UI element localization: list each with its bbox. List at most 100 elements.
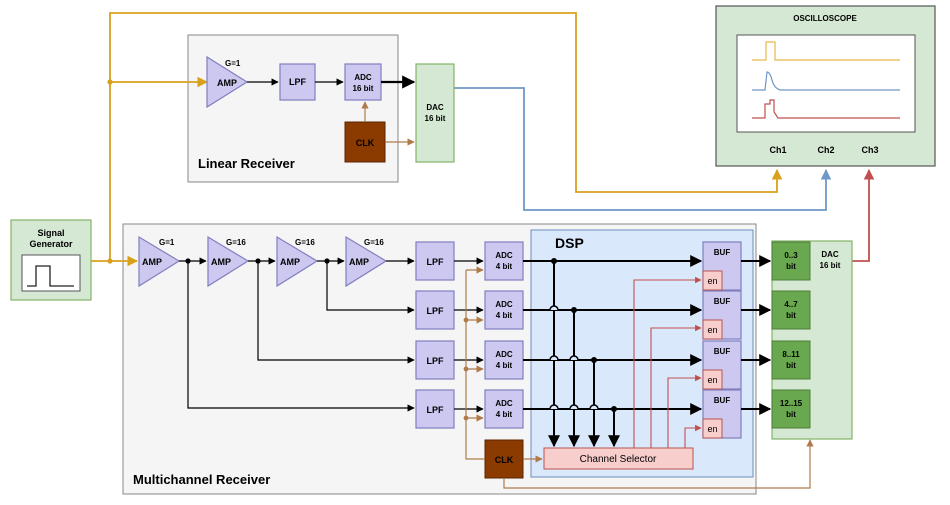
oscilloscope: OSCILLOSCOPE Ch1 Ch2 Ch3 [715, 5, 936, 167]
mc-lpf-2: LPF [415, 290, 455, 330]
signal-generator-label-2: Generator [29, 239, 73, 249]
adc-label: ADC [495, 399, 513, 408]
mc-adc-3: ADC 4 bit [484, 340, 524, 380]
linear-amp: AMP G=1 [206, 55, 249, 109]
adc-bits-label: 4 bit [496, 311, 513, 320]
buf-2: BUF en [702, 290, 742, 340]
mc-lpf-4: LPF [415, 389, 455, 429]
ch1-label: Ch1 [769, 145, 786, 155]
linear-lpf: LPF [279, 63, 316, 101]
lpf-label: LPF [427, 257, 445, 267]
mc-adc-2: ADC 4 bit [484, 290, 524, 330]
enable-label: en [707, 375, 717, 385]
amp-label: AMP [280, 257, 300, 267]
buf-label: BUF [714, 396, 731, 405]
bus-crossovers [549, 305, 599, 410]
signal-routes [91, 12, 875, 267]
adc-bits-label: 16 bit [353, 84, 374, 93]
amp-label: AMP [217, 78, 237, 88]
selector-feeds [548, 258, 620, 448]
adc-bits-label: 4 bit [496, 361, 513, 370]
segment-range-label: 12..15 [780, 399, 803, 408]
pulse-waveform-icon [27, 265, 74, 287]
segment-range-label: 8..11 [782, 350, 800, 359]
segment-range-label: 0..3 [784, 251, 798, 260]
buf-4: BUF en [702, 389, 742, 439]
linear-receiver-group: Linear Receiver [187, 34, 399, 183]
dac-segment-12-15: 12..15 bit [771, 389, 811, 429]
ch3-trace [752, 99, 900, 119]
mc-adc-4: ADC 4 bit [484, 389, 524, 429]
dac-segment-8-11: 8..11 bit [771, 340, 811, 380]
dsp-label: DSP [555, 235, 584, 251]
signal-generator: Signal Generator [10, 219, 92, 301]
amp-chain-connections [179, 257, 415, 412]
linear-clk: CLK [344, 121, 386, 163]
dac-label: DAC [821, 250, 839, 259]
clk-label: CLK [356, 138, 375, 148]
linear-connections [247, 75, 416, 146]
clk-distribution [463, 266, 814, 489]
mc-amp-1: AMP G=1 [138, 235, 181, 288]
mc-amp-4: AMP G=16 [345, 235, 388, 288]
enable-label: en [707, 424, 717, 434]
dac-label: DAC [426, 103, 444, 112]
linear-dac: DAC 16 bit [415, 63, 455, 163]
adc-bits-label: 4 bit [496, 410, 513, 419]
segment-bit-label: bit [786, 262, 796, 271]
enable-label: en [707, 276, 717, 286]
route-junction [107, 258, 113, 264]
mc-dac: DAC 16 bit 0..3 bit 4..7 bit 8..11 bit 1… [771, 240, 853, 440]
gain-label: G=1 [159, 238, 175, 247]
adc-label: ADC [495, 350, 513, 359]
segment-range-label: 4..7 [784, 300, 798, 309]
enable-label: en [707, 325, 717, 335]
dac-bits-label: 16 bit [425, 114, 446, 123]
gain-label: G=16 [295, 238, 315, 247]
channel-selector-label: Channel Selector [580, 454, 657, 465]
gain-label: G=16 [364, 238, 384, 247]
buf-dac-connections [741, 255, 772, 415]
amp-label: AMP [211, 257, 231, 267]
adc-label: ADC [495, 251, 513, 260]
oscilloscope-title: OSCILLOSCOPE [793, 14, 857, 23]
enable-lines [633, 276, 702, 448]
gain-label: G=16 [226, 238, 246, 247]
channel-selector: Channel Selector [543, 447, 694, 470]
buf-1: BUF en [702, 241, 742, 291]
buf-label: BUF [714, 248, 731, 257]
mc-lpf-1: LPF [415, 241, 455, 281]
lpf-label: LPF [289, 77, 307, 87]
ch3-route [852, 168, 875, 262]
linear-adc: ADC 16 bit [344, 63, 382, 101]
multichannel-receiver-label: Multichannel Receiver [133, 472, 270, 487]
lpf-label: LPF [427, 405, 445, 415]
mc-amp-2: AMP G=16 [207, 235, 250, 288]
adc-label: ADC [495, 300, 513, 309]
dac-bits-label: 16 bit [820, 261, 841, 270]
buf-label: BUF [714, 297, 731, 306]
buf-label: BUF [714, 347, 731, 356]
ch3-label: Ch3 [861, 145, 878, 155]
clk-label: CLK [495, 455, 514, 465]
ch2-route [454, 87, 832, 211]
buf-3: BUF en [702, 340, 742, 390]
lpf-adc-connections [454, 257, 484, 413]
segment-bit-label: bit [786, 361, 796, 370]
gain-label: G=1 [225, 59, 241, 68]
mc-amp-3: AMP G=16 [276, 235, 319, 288]
amp-label: AMP [349, 257, 369, 267]
amp-label: AMP [142, 257, 162, 267]
segment-bit-label: bit [786, 410, 796, 419]
signal-generator-label-1: Signal [37, 228, 64, 238]
dac-segment-4-7: 4..7 bit [771, 290, 811, 330]
ch2-label: Ch2 [817, 145, 834, 155]
dac-segment-0-3: 0..3 bit [771, 241, 811, 281]
segment-bit-label: bit [786, 311, 796, 320]
linear-receiver-label: Linear Receiver [198, 156, 295, 171]
lpf-label: LPF [427, 356, 445, 366]
ch1-trace [752, 41, 900, 61]
mc-adc-1: ADC 4 bit [484, 241, 524, 281]
mc-lpf-3: LPF [415, 340, 455, 380]
